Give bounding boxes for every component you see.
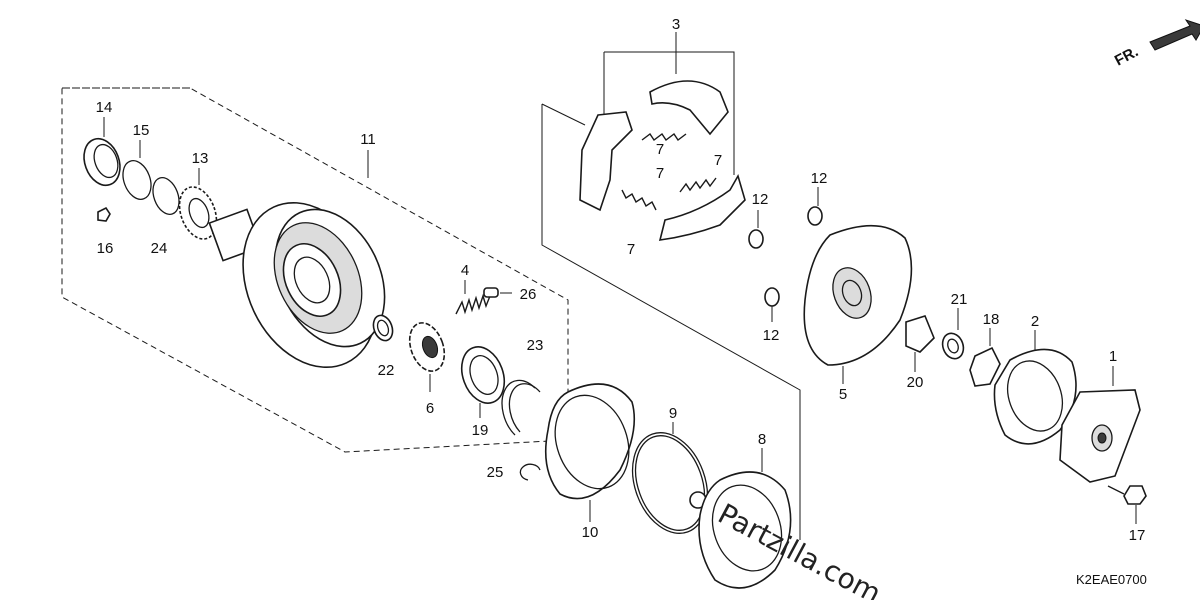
label-18: 18 [983,311,1000,328]
part-24-o-ring [152,177,180,215]
label-23: 23 [527,337,544,354]
part-16-nut [97,206,111,222]
label-8: 8 [758,431,766,448]
label-14: 14 [96,99,113,116]
part-19-plate [460,346,506,418]
part-21-washer [941,308,965,360]
label-2: 2 [1031,313,1039,330]
label-25: 25 [487,464,504,481]
part-11-clutch-outer [208,150,386,369]
label-26: 26 [520,286,537,303]
label-12-b: 12 [811,170,828,187]
label-12-a: 12 [752,191,769,208]
part-20-washer [905,315,935,372]
label-9: 9 [669,405,677,422]
label-16: 16 [97,240,114,257]
label-20: 20 [907,374,924,391]
label-10: 10 [582,524,599,541]
part-17-bolt [1107,485,1147,524]
label-13: 13 [192,150,209,167]
part-15-snap-ring [122,140,152,200]
label-6: 6 [426,400,434,417]
part-23-circlip [501,379,541,436]
part-6-one-way-clutch [408,322,446,392]
label-11: 11 [360,131,376,148]
part-12-bushings [748,187,823,322]
label-22: 22 [378,362,395,379]
drawing-code: K2EAE0700 [1076,572,1147,587]
label-4: 4 [461,262,469,279]
part-1-cover [1059,366,1141,483]
label-12-c: 12 [763,327,780,344]
label-21: 21 [951,291,968,308]
part-26-pin [483,287,512,298]
part-3-clutch-shoes [579,32,746,241]
part-10-gasket [544,383,636,522]
direction-label: FR. [1112,43,1141,69]
label-15: 15 [133,122,150,139]
part-8-gasket [698,448,792,589]
label-1: 1 [1109,348,1117,365]
part-5-drive-plate [803,224,913,384]
part-4-spring [455,280,491,315]
label-17: 17 [1129,527,1146,544]
label-7-right: 7 [714,152,722,169]
part-22-ring [372,314,394,342]
front-direction-arrow [1149,19,1200,51]
part-13-gear [178,168,218,240]
label-24: 24 [151,240,168,257]
label-7-bottom: 7 [627,241,635,258]
label-19: 19 [472,422,489,439]
part-25-clip [519,463,541,481]
label-7-mid: 7 [656,165,664,182]
label-3: 3 [672,16,680,33]
label-7-top: 7 [656,141,664,158]
part-2-gasket [993,330,1077,445]
part-18-nut [969,328,1001,387]
part-14-cap [83,117,121,187]
label-5: 5 [839,386,847,403]
group-box-3 [541,51,801,540]
